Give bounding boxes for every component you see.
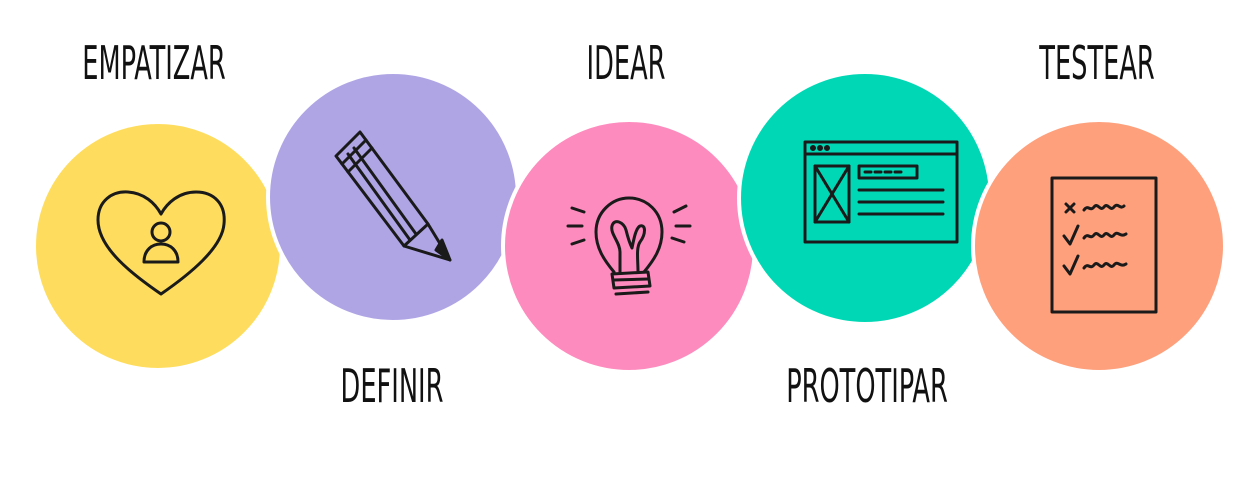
definir-circle <box>266 70 520 324</box>
definir-label: DEFINIR <box>340 359 444 413</box>
idear-circle <box>501 118 757 374</box>
idear-label: IDEAR <box>586 36 666 90</box>
pencil-icon <box>328 126 458 266</box>
prototipar-label: PROTOTIPAR <box>786 359 948 413</box>
empatizar-label: EMPATIZAR <box>82 36 226 90</box>
empatizar-circle <box>32 120 284 372</box>
wireframe-icon <box>801 138 961 246</box>
lightbulb-icon <box>564 188 694 306</box>
testear-circle <box>971 118 1227 374</box>
testear-label: TESTEAR <box>1039 36 1155 90</box>
checklist-icon <box>1046 174 1162 316</box>
heart-person-icon <box>92 186 230 304</box>
